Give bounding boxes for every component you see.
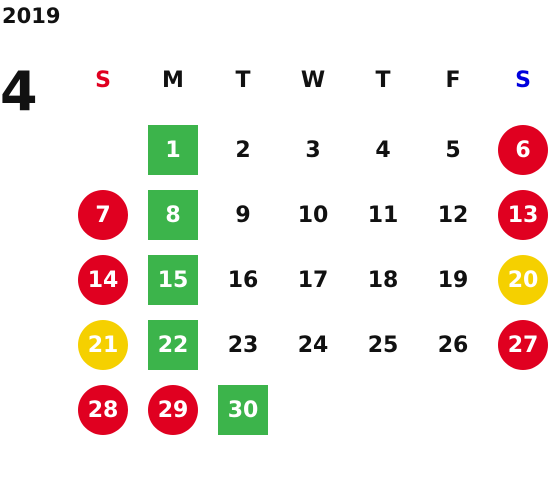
calendar-day: 30 (218, 385, 268, 435)
calendar-day: 25 (367, 332, 399, 358)
calendar-month: 4 (0, 60, 38, 123)
calendar-day: 23 (227, 332, 259, 358)
calendar-day: 19 (437, 267, 469, 293)
calendar-day: 8 (148, 190, 198, 240)
calendar-day: 26 (437, 332, 469, 358)
calendar-day: 27 (498, 320, 548, 370)
calendar-day: 2 (235, 137, 251, 163)
weekday-label: S (515, 68, 531, 93)
calendar-day: 24 (297, 332, 329, 358)
weekday-label: S (95, 68, 111, 93)
weekday-label: F (445, 68, 461, 93)
weekday-label: T (235, 68, 251, 93)
calendar-day: 20 (498, 255, 548, 305)
calendar-day: 18 (367, 267, 399, 293)
calendar-day: 12 (437, 202, 469, 228)
calendar-day: 14 (78, 255, 128, 305)
weekday-label: M (162, 68, 184, 93)
weekday-label: T (375, 68, 391, 93)
calendar-day: 7 (78, 190, 128, 240)
calendar-day: 11 (367, 202, 399, 228)
calendar-day: 28 (78, 385, 128, 435)
calendar-day: 21 (78, 320, 128, 370)
calendar-day: 9 (235, 202, 251, 228)
calendar-day: 29 (148, 385, 198, 435)
calendar-day: 13 (498, 190, 548, 240)
calendar-day: 5 (445, 137, 461, 163)
weekday-label: W (300, 68, 326, 93)
calendar-day: 17 (297, 267, 329, 293)
calendar-day: 4 (375, 137, 391, 163)
calendar-day: 3 (305, 137, 321, 163)
calendar-day: 22 (148, 320, 198, 370)
calendar-year: 2019 (2, 4, 61, 28)
calendar-day: 15 (148, 255, 198, 305)
calendar-day: 6 (498, 125, 548, 175)
calendar-day: 10 (297, 202, 329, 228)
calendar-day: 16 (227, 267, 259, 293)
calendar-day: 1 (148, 125, 198, 175)
